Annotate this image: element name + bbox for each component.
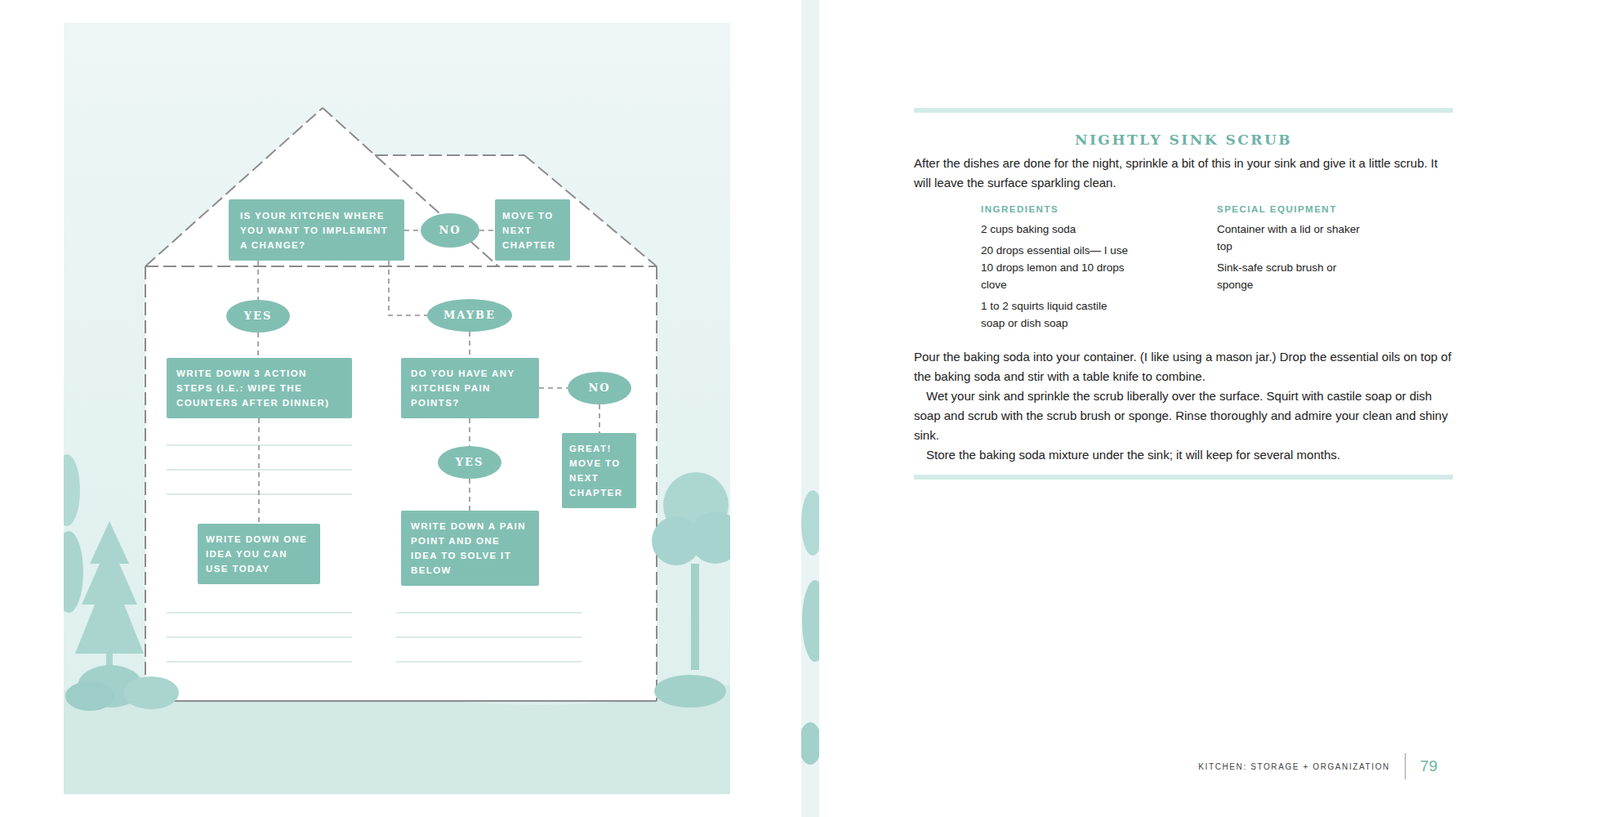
step-text: Store the baking soda mixture under the … [913, 445, 1453, 465]
ingredients-column: INGREDIENTS 2 cups baking soda 20 drops es… [980, 202, 1217, 336]
answer-oval: NO [567, 371, 632, 405]
dashed-connector [388, 260, 428, 316]
bottom-rule [913, 474, 1453, 480]
house-outline [145, 107, 657, 701]
answer-oval: NO [420, 213, 480, 248]
bush [802, 579, 820, 662]
step-box: IS YOUR KITCHEN WHERE YOU WANT TO IMPLEM… [228, 199, 405, 261]
house-floor [145, 699, 657, 702]
dashed-connector [539, 387, 568, 389]
house [145, 107, 657, 701]
bush [801, 722, 820, 765]
front-gable [145, 107, 499, 267]
step-text: Pour the baking soda into your container… [913, 347, 1453, 387]
equipment-item: Sink-safe scrub brush or sponge [1216, 258, 1369, 294]
node-text: NO [588, 381, 611, 395]
dashed-connector [404, 229, 421, 232]
node-text: IS YOUR KITCHEN WHERE YOU WANT TO IMPLEM… [240, 208, 393, 253]
node-text: MAYBE [443, 308, 496, 322]
tree-canopy [689, 511, 731, 564]
node-text: YES [455, 455, 485, 469]
answer-oval: YES [437, 445, 502, 479]
ingredient: 20 drops essential oils— I use 10 drops … [980, 241, 1133, 294]
step-box: WRITE DOWN 3 ACTION STEPS (I.E.: WIPE TH… [166, 357, 353, 419]
recipe-panel: NIGHTLY SINK SCRUB After the dishes are d… [913, 107, 1453, 480]
bush [801, 490, 820, 556]
node-text: WRITE DOWN 3 ACTION STEPS (I.E.: WIPE TH… [176, 365, 343, 411]
answer-oval: MAYBE [427, 298, 513, 332]
dashed-connector [257, 260, 259, 300]
node-text: DO YOU HAVE ANY KITCHEN PAIN POINTS? [410, 365, 530, 411]
dashed-connector [598, 404, 601, 433]
column-heading: INGREDIENTS [980, 202, 1217, 216]
recipe-steps: Pour the baking soda into your container… [913, 347, 1453, 465]
dashed-connector [468, 418, 471, 446]
answer-oval: YES [226, 299, 290, 333]
dashed-connector [468, 331, 471, 358]
footer-divider [1404, 753, 1406, 780]
panel-background [63, 22, 731, 794]
recipe-intro: NIGHTLY SINK SCRUB After the dishes are d… [913, 130, 1453, 193]
bush [63, 454, 81, 526]
dashed-connector [468, 478, 471, 511]
page-number: 79 [1420, 757, 1438, 776]
step-box: DO YOU HAVE ANY KITCHEN PAIN POINTS? [401, 357, 540, 419]
equipment-item: Container with a lid or shaker top [1216, 220, 1369, 255]
node-text: WRITE DOWN A PAIN POINT AND ONE IDEA TO … [410, 518, 530, 578]
dashed-connector [258, 418, 260, 524]
next-page-edge [798, 0, 829, 817]
node-text: NO [438, 223, 461, 237]
step-box: WRITE DOWN A PAIN POINT AND ONE IDEA TO … [401, 510, 540, 586]
bush [123, 676, 179, 709]
step-box: WRITE DOWN ONE IDEA YOU CAN USE TODAY [197, 523, 321, 584]
dashed-connector [479, 229, 495, 232]
recipe-columns: INGREDIENTS 2 cups baking soda 20 drops es… [913, 202, 1453, 336]
bush [63, 530, 84, 613]
node-text: GREAT! MOVE TO NEXT CHAPTER [569, 441, 629, 500]
bush [654, 674, 727, 708]
dashed-connector [257, 332, 259, 358]
page-strip [801, 0, 820, 817]
step-text: Wet your sink and sprinkle the scrub lib… [913, 386, 1453, 446]
node-text: YES [244, 309, 273, 323]
pine-tree [75, 521, 144, 654]
ingredient: 1 to 2 squirts liquid castile soap or di… [980, 297, 1133, 332]
node-text: WRITE DOWN ONE IDEA YOU CAN USE TODAY [205, 531, 312, 576]
top-rule [913, 107, 1453, 113]
step-box: GREAT! MOVE TO NEXT CHAPTER [561, 432, 637, 509]
running-footer: KITCHEN: STORAGE + ORGANIZATION [1198, 762, 1391, 772]
recipe-title: NIGHTLY SINK SCRUB [913, 130, 1453, 149]
column-heading: SPECIAL EQUIPMENT [1216, 202, 1381, 216]
ingredient: 2 cups baking soda [980, 220, 1133, 238]
intro-text: After the dishes are done for the night,… [913, 153, 1453, 193]
step-box: MOVE TO NEXT CHAPTER [494, 199, 571, 261]
page-footer: KITCHEN: STORAGE + ORGANIZATION 79 [1198, 753, 1438, 780]
writing-lines [166, 445, 582, 662]
equipment-column: SPECIAL EQUIPMENT Container with a lid or… [1216, 202, 1381, 336]
bush [65, 681, 115, 711]
house-body [145, 266, 657, 701]
node-text: MOVE TO NEXT CHAPTER [502, 208, 563, 253]
tree-trunk [690, 563, 700, 670]
